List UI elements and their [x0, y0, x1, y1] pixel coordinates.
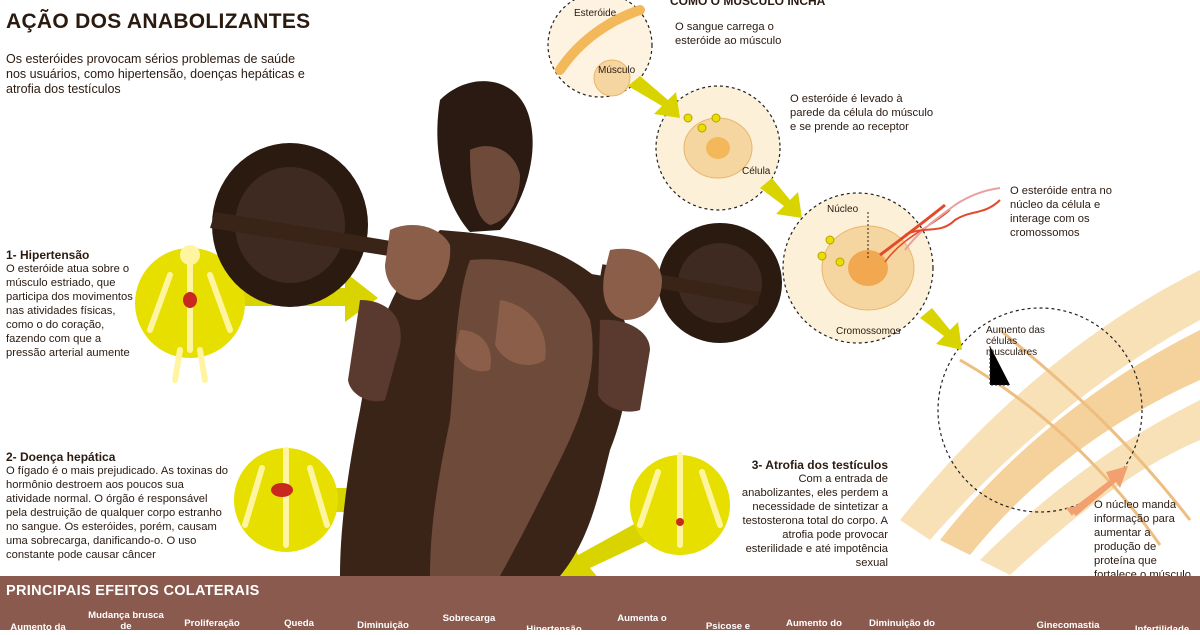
- intro-text: Os esteróides provocam sérios problemas …: [6, 52, 305, 96]
- process-arrow-6: [1066, 506, 1078, 516]
- section-hypertension: 1- Hipertensão O esteróide atua sobre o …: [6, 248, 136, 360]
- page-title: AÇÃO DOS ANABOLIZANTES: [6, 10, 311, 33]
- effect-item: Aumento da: [10, 622, 66, 633]
- effect-item: Sobrecarga: [442, 613, 496, 624]
- side-effects-title: PRINCIPAIS EFEITOS COLATERAIS: [6, 583, 260, 599]
- process-step-1: O sangue carrega o esteróide ao músculo: [675, 21, 782, 47]
- process-arrow-3: [920, 308, 962, 350]
- label-nucleus: Núcleo: [827, 204, 859, 215]
- process-step-3: O esteróide entra no núcleo da célula e …: [1010, 185, 1112, 239]
- section-testicles: 3- Atrofia dos testículos Com a entrada …: [732, 458, 888, 570]
- bodybuilder-figure: [340, 81, 662, 576]
- effect-item: Ginecomastia: [1036, 620, 1100, 631]
- label-chromosomes: Cromossomos: [836, 326, 901, 337]
- effect-item: Psicose e: [705, 621, 751, 632]
- effect-item: Mudança brusca de: [88, 610, 164, 632]
- process-step-4: O núcleo manda informação para aumentar …: [1094, 499, 1192, 581]
- muscle-fibers: [900, 270, 1200, 575]
- label-cells-increase: Aumento das células musculares: [986, 325, 1045, 358]
- label-muscle: Músculo: [598, 65, 636, 76]
- process-arrow-1: [628, 76, 680, 118]
- section-liver-heading: 2- Doença hepática: [6, 450, 116, 464]
- process-title: COMO O MÚSCULO INCHA: [670, 0, 826, 8]
- section-liver: 2- Doença hepática O fígado é o mais pre…: [6, 450, 231, 562]
- effect-item: Aumenta o: [617, 613, 667, 624]
- effect-item: Queda: [284, 618, 314, 629]
- section-testicles-heading: 3- Atrofia dos testículos: [751, 458, 888, 472]
- effect-item: Proliferação: [184, 618, 240, 629]
- label-cell: Célula: [742, 166, 771, 177]
- effect-item: Diminuição: [357, 620, 409, 631]
- process-circle-4: [937, 307, 1143, 513]
- section-liver-text: O fígado é o mais prejudicado. As toxina…: [6, 465, 229, 561]
- process-arrow-2: [760, 178, 802, 218]
- effect-item: Diminuição do: [868, 618, 936, 629]
- effect-item: Aumento do: [786, 618, 842, 629]
- label-steroid: Esteróide: [574, 8, 617, 19]
- section-testicles-text: Com a entrada de anabolizantes, eles per…: [741, 473, 888, 569]
- process-step-2: O esteróide é levado à parede da célula …: [790, 93, 934, 133]
- side-effects-bar: [0, 576, 1200, 630]
- section-hypertension-heading: 1- Hipertensão: [6, 248, 90, 262]
- process-arrow-5: [1070, 466, 1128, 516]
- section-hypertension-text: O esteróide atua sobre o músculo estriad…: [6, 263, 133, 359]
